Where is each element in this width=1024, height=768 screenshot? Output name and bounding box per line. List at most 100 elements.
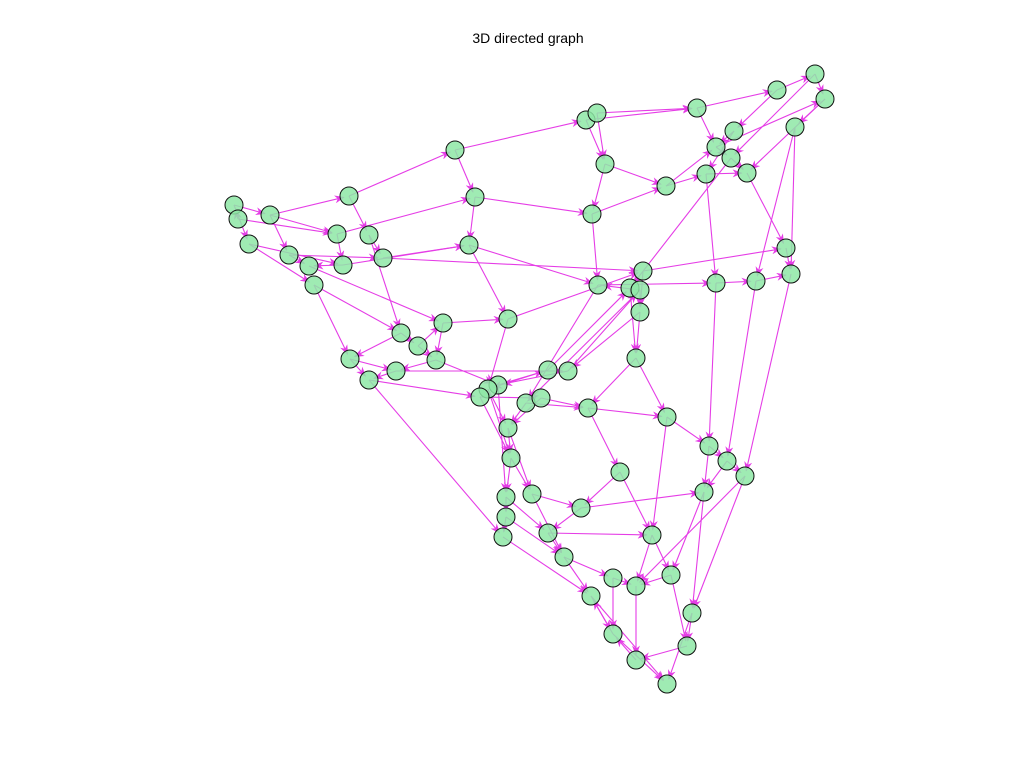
graph-node: [699, 436, 719, 456]
graph-node: [815, 89, 835, 109]
graph-node: [498, 418, 518, 438]
graph-node: [805, 64, 825, 84]
graph-edge: [479, 396, 510, 455]
graph-edge: [580, 489, 700, 509]
graph-edge: [639, 475, 746, 583]
graph-node: [746, 271, 766, 291]
graph-edge: [313, 284, 398, 331]
graph-edge: [571, 311, 641, 369]
graph-node: [737, 163, 757, 183]
chart-title: 3D directed graph: [472, 30, 583, 46]
graph-node: [571, 498, 591, 518]
graph-node: [522, 484, 542, 504]
graph-edge: [237, 218, 333, 236]
graph-edge: [313, 284, 349, 355]
nodes-layer: [224, 64, 835, 694]
graph-edge: [454, 119, 582, 151]
graph-node: [496, 487, 516, 507]
graph-node: [642, 525, 662, 545]
graph-node: [470, 387, 490, 407]
graph-edge: [248, 243, 311, 283]
graph-node: [767, 80, 787, 100]
graph-edge: [488, 318, 509, 385]
graph-edge: [587, 407, 619, 469]
graph-edge: [336, 196, 471, 235]
graph-edge: [689, 491, 705, 609]
graph-node: [299, 256, 319, 276]
graph-edge: [531, 493, 563, 554]
graph-node: [538, 523, 558, 543]
graph-node: [498, 309, 518, 329]
graph-edge: [368, 379, 501, 534]
graph-edge: [502, 370, 569, 387]
graph-edge: [505, 516, 561, 555]
graph-edge: [705, 282, 717, 442]
graph-edge: [696, 89, 773, 109]
graph-node: [391, 323, 411, 343]
graph-edge: [587, 407, 663, 420]
graph-edge: [502, 536, 588, 594]
graph-edge: [382, 243, 465, 259]
graph-node: [610, 462, 630, 482]
graph-node: [677, 636, 697, 656]
graph-node: [735, 466, 755, 486]
graph-node: [459, 235, 479, 255]
graph-node: [558, 361, 578, 381]
graph-node: [386, 361, 406, 381]
graph-node: [554, 547, 574, 567]
graph-node: [373, 248, 393, 268]
graph-edge: [368, 234, 401, 329]
graph-node: [626, 348, 646, 368]
graph-node: [595, 154, 615, 174]
graph-edge: [597, 279, 712, 288]
graph-node: [781, 264, 801, 284]
graph-node: [465, 187, 485, 207]
graph-edge: [750, 98, 826, 170]
graph-edge: [635, 357, 665, 414]
graph-edge: [468, 244, 506, 316]
graph-node: [339, 186, 359, 206]
graph-node: [578, 398, 598, 418]
graph-node: [687, 98, 707, 118]
graph-node: [661, 565, 681, 585]
graph-node: [717, 451, 737, 471]
graph-node: [304, 275, 324, 295]
graph-node: [776, 238, 796, 258]
graph-edge: [547, 291, 627, 371]
graph-edge: [497, 384, 509, 493]
graph-edge: [591, 357, 637, 405]
graph-edge: [442, 315, 504, 324]
graph-edge: [755, 126, 796, 277]
graph-node: [656, 176, 676, 196]
graph-edge: [468, 244, 594, 285]
graph-node: [626, 650, 646, 670]
graph-node: [706, 137, 726, 157]
graph-edge: [507, 272, 639, 320]
graph-node: [359, 225, 379, 245]
graph-node: [359, 370, 379, 390]
graph-node: [582, 204, 602, 224]
graph-edge: [665, 149, 713, 187]
graph-edge: [591, 213, 601, 281]
graph-edge: [705, 173, 719, 279]
graph-node: [260, 205, 280, 225]
graph-node: [588, 275, 608, 295]
graph-edge: [269, 214, 333, 234]
graph-node: [340, 349, 360, 369]
graph-node: [603, 568, 623, 588]
graph-node: [785, 117, 805, 137]
graph-node: [426, 350, 446, 370]
graph-edge: [596, 104, 693, 114]
graph-edge: [734, 73, 816, 155]
graph-edge: [632, 157, 732, 285]
graph-node: [239, 234, 259, 254]
edges-layer: [233, 73, 826, 681]
graph-node: [626, 576, 646, 596]
graph-node: [630, 280, 650, 300]
graph-node: [433, 313, 453, 333]
graph-node: [587, 103, 607, 123]
graph-edge: [547, 530, 648, 539]
graph-node: [496, 507, 516, 527]
graph-edge: [670, 574, 688, 642]
